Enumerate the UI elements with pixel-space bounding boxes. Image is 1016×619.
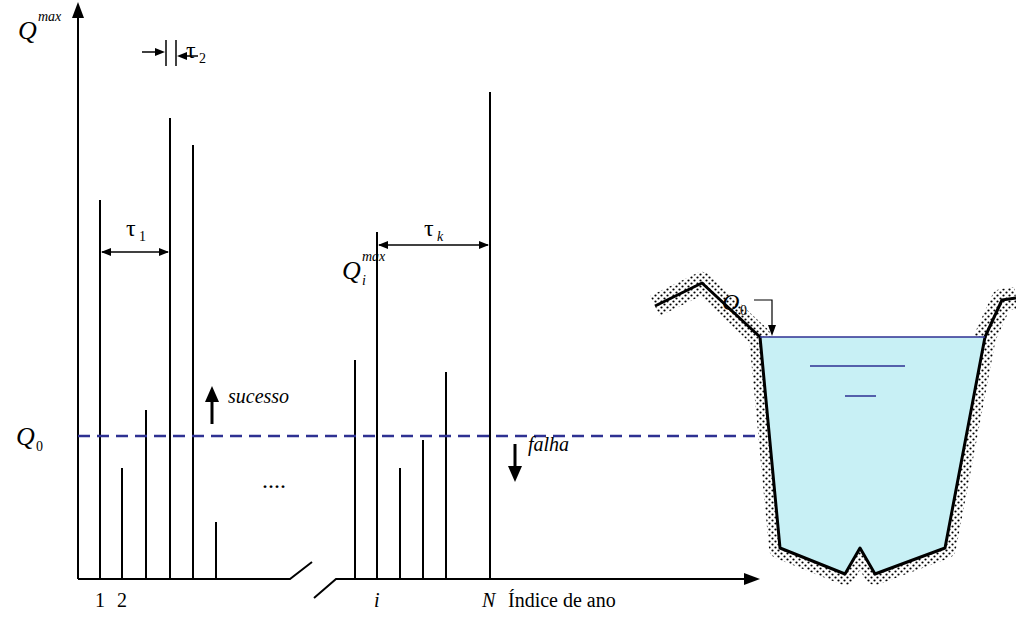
interval-label: τ xyxy=(424,216,434,240)
interval-arrow xyxy=(101,248,169,256)
axis-title: Índice de ano xyxy=(508,590,616,610)
subscript: 0 xyxy=(36,440,43,454)
subscript: 1 xyxy=(139,230,146,244)
interval-arrow xyxy=(378,241,489,249)
subscript: i xyxy=(362,274,366,288)
axis-arrowhead xyxy=(72,2,84,18)
y-axis xyxy=(77,16,79,579)
interval-label: τ xyxy=(186,38,196,62)
x-axis xyxy=(78,562,312,579)
superscript: max xyxy=(38,10,61,24)
annual-max-bars xyxy=(100,92,490,579)
tick-label: 1 xyxy=(95,590,105,610)
tick-label: i xyxy=(374,590,380,610)
subscript: k xyxy=(437,230,443,244)
flow-label: Q xyxy=(342,258,361,284)
threshold-label: Q xyxy=(722,290,739,314)
superscript: max xyxy=(362,250,385,264)
axis-label: Q xyxy=(18,18,37,44)
threshold-line xyxy=(78,435,758,438)
interval-label: τ xyxy=(126,216,136,240)
subscript: 0 xyxy=(740,304,747,318)
subscript: 2 xyxy=(199,52,206,66)
direction-arrow xyxy=(205,386,522,482)
threshold-label: Q xyxy=(16,424,35,450)
tick-label: N xyxy=(482,590,495,610)
failure-note: falha xyxy=(528,434,569,454)
success-note: sucesso xyxy=(228,386,289,406)
tick-label: 2 xyxy=(117,590,127,610)
ellipsis: .... xyxy=(262,468,286,492)
axis-arrowhead xyxy=(744,573,760,585)
river-cross-section xyxy=(655,283,1016,574)
